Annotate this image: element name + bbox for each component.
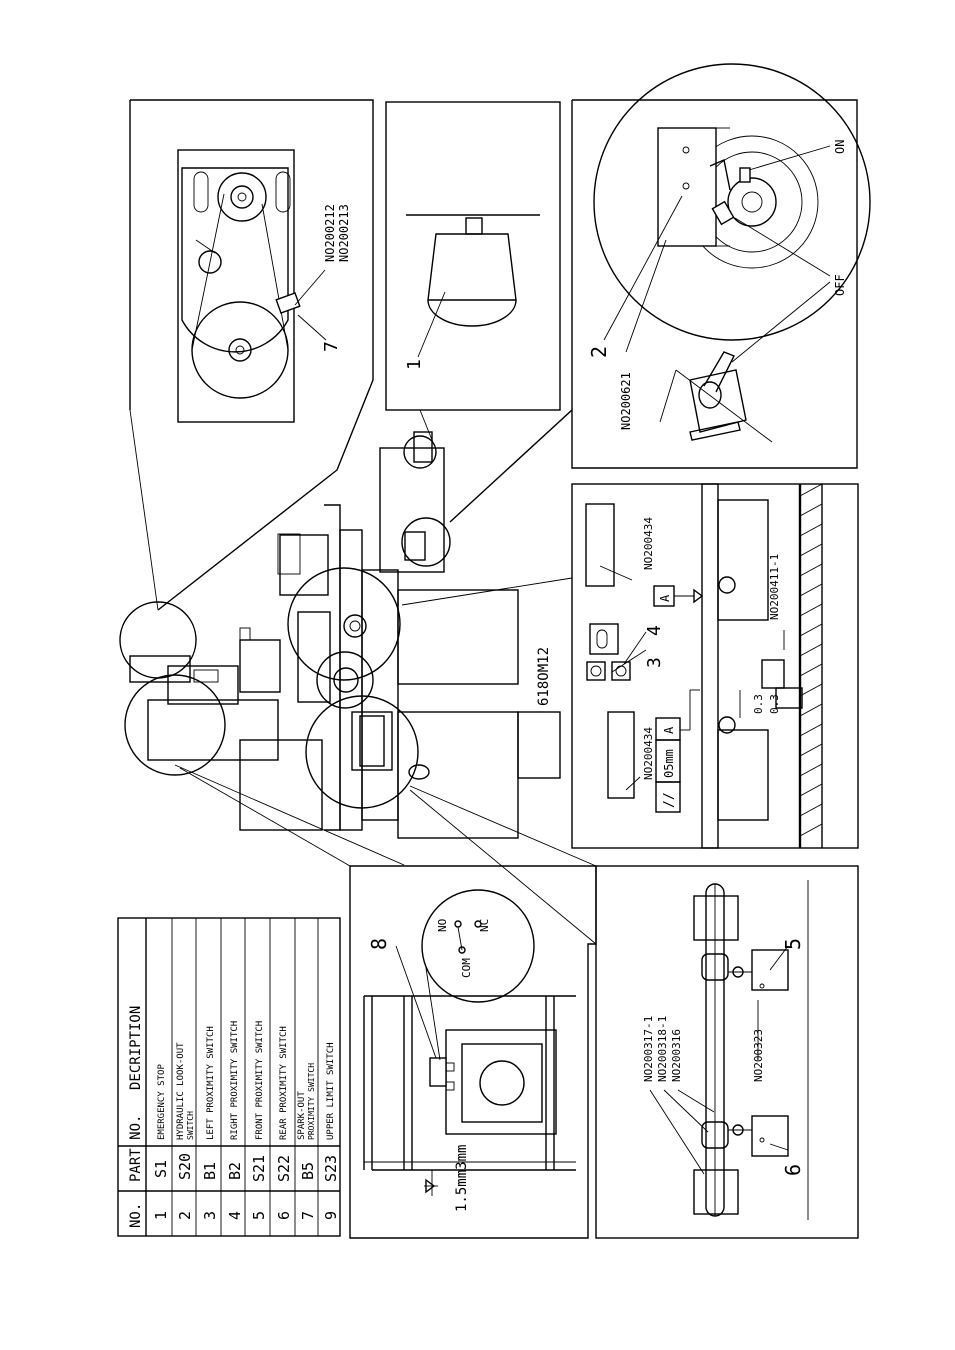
svg-text:FRONT PROXIMITY SWITCH: FRONT PROXIMITY SWITCH [255, 1021, 265, 1140]
tolerance-symbol: // [662, 792, 677, 808]
rail-panel: 5 6 NO200317-1 NO200318-1 NO200316 NO200… [595, 865, 859, 1239]
svg-text:RIGHT PROXIMITY SWITCH: RIGHT PROXIMITY SWITCH [230, 1021, 240, 1140]
svg-text:6: 6 [275, 1211, 293, 1220]
svg-text:2: 2 [176, 1211, 194, 1220]
svg-text:9: 9 [322, 1211, 340, 1220]
table-header-description: DECRIPTION [128, 1006, 144, 1090]
svg-text:REAR PROXIMITY SWITCH: REAR PROXIMITY SWITCH [279, 1026, 289, 1140]
svg-text:7: 7 [299, 1211, 317, 1220]
rail-callout-6: 6 [781, 1164, 805, 1176]
tolerance-value: 05mm [662, 749, 676, 778]
proximity-callout-3: 3 [644, 657, 665, 668]
limit-dimension: 1.5mm3mm [454, 1145, 470, 1212]
contact-com: COM [460, 958, 473, 978]
svg-text:B2: B2 [226, 1162, 244, 1180]
proximity-callout-4: 4 [644, 625, 665, 636]
table-row: 6 S22 REAR PROXIMITY SWITCH [275, 1026, 293, 1220]
contact-no: NO [436, 919, 449, 932]
machine-view: 618OM12 [119, 431, 597, 945]
table-row: 3 B1 LEFT PROXIMITY SWITCH [201, 1026, 219, 1220]
gap-label-2: 0.3 [768, 694, 781, 714]
svg-text:4: 4 [226, 1211, 244, 1220]
table-row: 2 S20 HYDRAULIC LOOK-OUT SWITCH [176, 1042, 195, 1220]
svg-text:LEFT PROXIMITY SWITCH: LEFT PROXIMITY SWITCH [206, 1026, 216, 1140]
hydraulic-off-label: OFF [833, 274, 847, 296]
svg-text:UPPER LIMIT SWITCH: UPPER LIMIT SWITCH [326, 1042, 336, 1140]
rail-part-b: NO200318-1 [656, 1016, 669, 1082]
estop-callout-number: 1 [404, 359, 425, 370]
table-row: 7 B5 SPARK-OUT PROXIMITY SWITCH [297, 1063, 317, 1220]
svg-text:S23: S23 [322, 1155, 340, 1182]
table-row: 5 S21 FRONT PROXIMITY SWITCH [250, 1021, 268, 1220]
datum-marker: A [658, 594, 672, 602]
proximity-part-left: NO200434 [642, 517, 655, 570]
floor-hatch [799, 483, 823, 837]
machine-model-label: 618OM12 [536, 647, 552, 706]
svg-text:B5: B5 [299, 1162, 317, 1180]
limit-callout-number: 8 [367, 938, 391, 950]
svg-text:S20: S20 [176, 1153, 194, 1180]
svg-text:S1: S1 [152, 1160, 170, 1178]
limit-switch-panel: 8 NO NC COM 1.5mm3mm [349, 865, 597, 1239]
table-row: 4 B2 RIGHT PROXIMITY SWITCH [226, 1021, 244, 1220]
svg-text:5: 5 [250, 1211, 268, 1220]
table-row: 9 S23 UPPER LIMIT SWITCH [322, 1042, 340, 1220]
proximity-part-right: NO200434 [642, 727, 655, 780]
svg-text:SPARK-OUT: SPARK-OUT [297, 1091, 307, 1140]
parts-table: NO. PART NO. DECRIPTION 1 S1 EMERGENCY S… [117, 917, 341, 1237]
svg-text:EMERGENCY STOP: EMERGENCY STOP [157, 1064, 167, 1140]
proximity-panel: 3 4 NO200434 NO200434 // 05mm A A 0.3 0.… [571, 483, 859, 849]
rail-callout-5: 5 [781, 938, 805, 950]
svg-text:3: 3 [201, 1211, 219, 1220]
estop-panel: 1 [385, 101, 561, 446]
svg-text:SWITCH: SWITCH [186, 1111, 195, 1140]
svg-text:B1: B1 [201, 1162, 219, 1180]
rail-part-a: NO200317-1 [642, 1016, 655, 1082]
hydraulic-part-number: NO200621 [619, 372, 633, 430]
datum-label: A [662, 726, 676, 734]
gap-label-1: 0.3 [752, 694, 765, 714]
belt-part-b: NO200213 [337, 204, 351, 262]
belt-part-a: NO200212 [323, 204, 337, 262]
belt-panel: NO200212 NO200213 7 [129, 99, 374, 611]
svg-text:HYDRAULIC LOOK-OUT: HYDRAULIC LOOK-OUT [176, 1042, 186, 1140]
contact-nc: NC [478, 919, 491, 932]
table-header-part-no: PART NO. [128, 1115, 144, 1182]
rail-part-d: NO200323 [752, 1029, 765, 1082]
belt-callout-number: 7 [321, 341, 342, 352]
table-row: 1 S1 EMERGENCY STOP [152, 1064, 170, 1220]
hydraulic-on-label: ON [833, 140, 847, 154]
hydraulic-panel: ON OFF 2 NO200621 [449, 63, 871, 523]
rail-part-c: NO200316 [670, 1029, 683, 1082]
svg-text:S22: S22 [275, 1155, 293, 1182]
svg-text:1: 1 [152, 1211, 170, 1220]
table-header-no: NO. [128, 1203, 144, 1228]
hydraulic-callout-number: 2 [587, 346, 611, 358]
proximity-part-bottom: NO200411-1 [768, 554, 781, 620]
svg-text:S21: S21 [250, 1155, 268, 1182]
svg-text:PROXIMITY SWITCH: PROXIMITY SWITCH [307, 1063, 316, 1140]
